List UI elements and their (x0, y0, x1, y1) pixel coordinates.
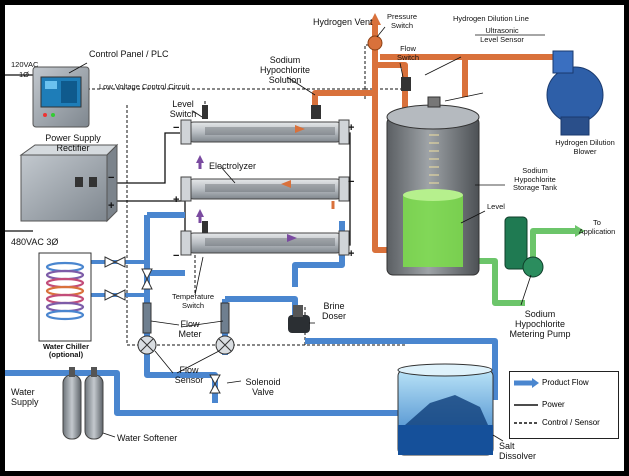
ultrasonic-sensor-label: Ultrasonic Level Sensor (480, 26, 524, 44)
level-label: Level (487, 202, 505, 211)
solenoid-valve-label: Solenoid Valve (245, 377, 281, 397)
svg-text:−: − (173, 250, 179, 262)
valves (104, 256, 221, 394)
legend-power: Power (510, 398, 618, 412)
flow-switch (401, 77, 411, 91)
flow-meter-label: Flow Meter (178, 319, 202, 339)
pressure-switch (367, 35, 383, 51)
metering-pump (504, 216, 544, 278)
legend-control-label: Control / Sensor (542, 418, 600, 427)
legend-power-swatch (514, 404, 538, 406)
water-softener (62, 367, 104, 440)
flow-sensors (137, 335, 235, 355)
hydrogen-dilution-line-label: Hydrogen Dilution Line (453, 14, 529, 23)
diagram-canvas: − + + − − + − + (5, 5, 624, 471)
water-softener-label: Water Softener (117, 433, 178, 443)
metering-pump-label: Sodium Hypochlorite Metering Pump (509, 309, 571, 339)
electrolyzer-cell-top (180, 119, 350, 145)
polarity-marks: − + + − − + − + (108, 122, 354, 262)
flow-switch-label: Flow Switch (396, 44, 420, 62)
hydrogen-vent-arrow (369, 13, 381, 25)
temperature-switch-probe (202, 221, 208, 233)
legend-control-swatch (514, 422, 538, 424)
legend: Product Flow Power Control / Sensor (509, 371, 619, 439)
legend-control: Control / Sensor (510, 416, 618, 430)
temperature-switch-label: Temperature Switch (171, 292, 215, 310)
svg-text:+: + (108, 200, 114, 212)
legend-power-label: Power (542, 400, 565, 409)
svg-text:−: − (348, 176, 354, 188)
dilution-blower-label: Hydrogen Dilution Blower (555, 138, 615, 156)
svg-text:+: + (173, 194, 179, 206)
voltage-120-label: 120VAC (11, 60, 39, 69)
dilution-blower (546, 50, 604, 136)
salt-dissolver (397, 363, 494, 456)
power-supply-label: Power Supply Rectifier (45, 133, 101, 153)
svg-text:+: + (348, 122, 354, 134)
flow-sensor-label: Flow Sensor (174, 365, 204, 385)
water-chiller-label: Water Chiller (43, 342, 89, 351)
product-pipes (477, 228, 577, 306)
storage-tank (386, 96, 480, 276)
pressure-switch-label: Pressure Switch (386, 12, 417, 30)
to-application-label: To Application (578, 218, 616, 236)
brine-doser (288, 305, 310, 333)
power-supply-rectifier (19, 143, 119, 223)
chiller-pipes (90, 260, 145, 297)
electrolyzer-cell-middle (180, 176, 350, 202)
legend-product-flow-label: Product Flow (542, 378, 589, 387)
chiller-optional-label: (optional) (48, 350, 84, 359)
svg-text:−: − (108, 172, 114, 184)
storage-tank-label: Sodium Hypochlorite Storage Tank (512, 166, 558, 192)
water-supply-label: Water Supply (11, 387, 39, 407)
low-voltage-label: Low Voltage Control Circuit (99, 82, 190, 91)
control-panel-label: Control Panel / PLC (89, 49, 169, 59)
hydrogen-vent-label: Hydrogen Vent (313, 17, 373, 27)
legend-product-flow: Product Flow (510, 376, 618, 390)
electrolyzer-cell-bottom (180, 230, 350, 256)
control-panel (32, 66, 90, 128)
legend-product-flow-swatch (514, 378, 539, 388)
svg-text:+: + (348, 248, 354, 260)
phase-1-label: 1Ø (19, 70, 30, 79)
level-switch-label: Level Switch (169, 99, 197, 119)
sodium-hypo-solution-label: Sodium Hypochlorite Solution (259, 55, 311, 85)
level-switch-probe (202, 105, 208, 119)
voltage-480-label: 480VAC 3Ø (11, 237, 59, 247)
water-chiller (38, 252, 92, 342)
brine-doser-label: Brine Doser (321, 301, 346, 321)
process-diagram: − + + − − + − + (5, 13, 604, 456)
leader-lines (68, 26, 545, 442)
electrolyzer-label: Electrolyzer (209, 161, 257, 171)
electrolyzer (180, 105, 350, 256)
svg-text:−: − (173, 122, 179, 134)
flow-meters (142, 302, 230, 334)
salt-dissolver-label: Salt Dissolver (499, 441, 537, 461)
to-application-arrow (575, 225, 585, 237)
